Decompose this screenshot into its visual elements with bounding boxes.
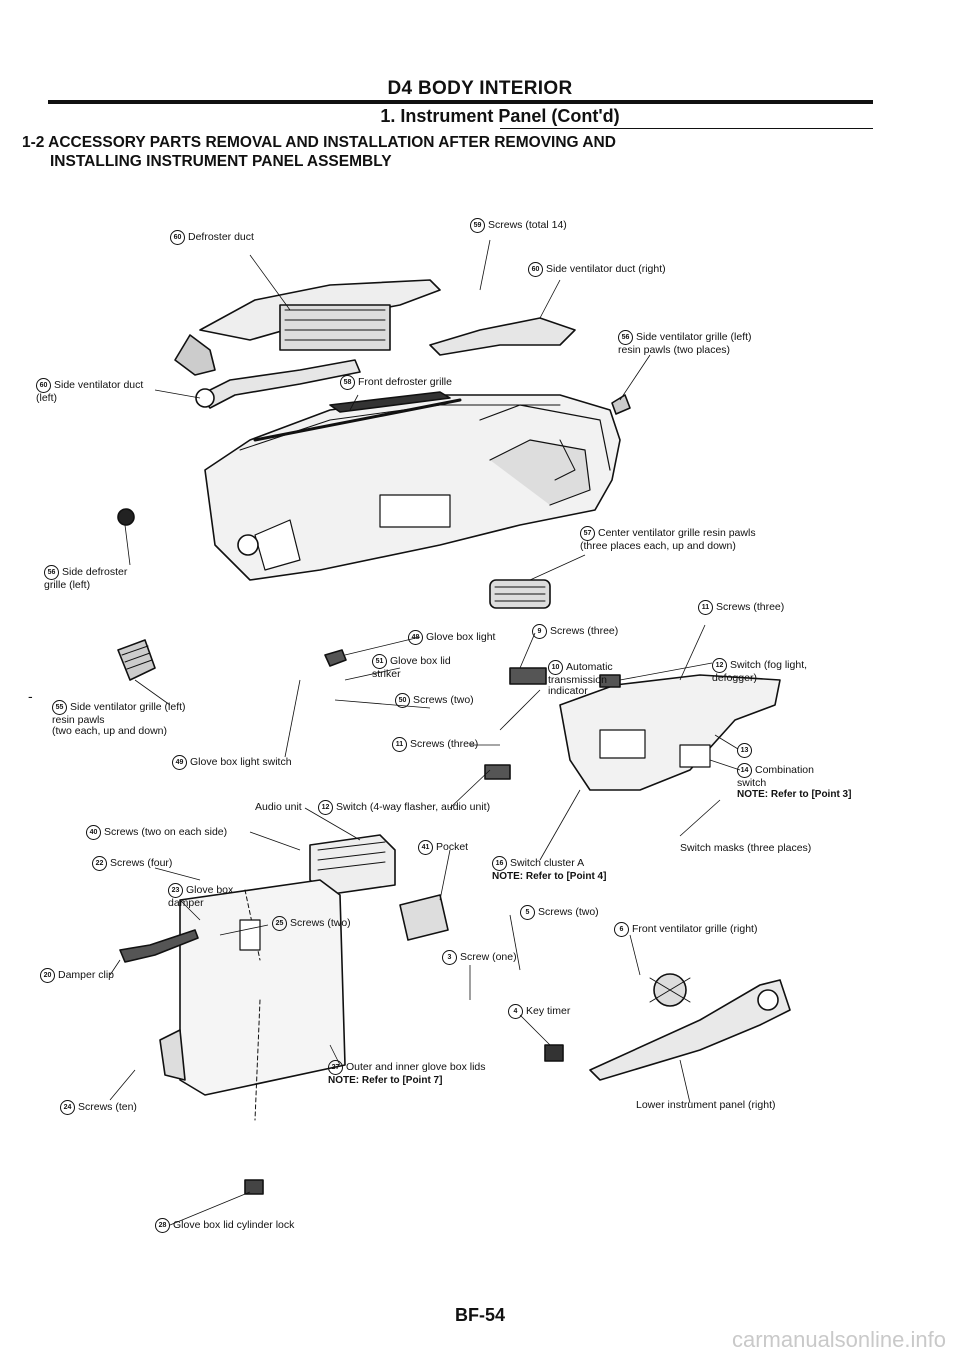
glove-box-lids-note: NOTE: Refer to [Point 7] xyxy=(328,1075,443,1086)
defroster-duct-drawing xyxy=(174,279,441,376)
key-timer-drawing xyxy=(544,1044,564,1062)
margin-mark: - xyxy=(28,688,33,704)
center-ventilator-grille-drawing xyxy=(489,579,551,609)
side-defroster-grille-drawing xyxy=(117,508,135,526)
side-ventilator-grille-left-drawing xyxy=(117,639,156,681)
cluster-lid-drawing xyxy=(559,674,781,791)
callout-13: 13 xyxy=(737,743,755,758)
subsection-title-line1: 1-2 ACCESSORY PARTS REMOVAL AND INSTALLA… xyxy=(22,134,616,151)
damper-clip-drawing xyxy=(119,929,199,963)
watermark: carmanualsonline.info xyxy=(731,1327,946,1352)
page-title: D4 BODY INTERIOR xyxy=(387,78,573,99)
page-number: BF-54 xyxy=(454,1305,505,1325)
cylinder-lock-drawing xyxy=(244,1179,264,1195)
instrument-panel-drawing xyxy=(204,394,621,581)
side-ventilator-duct-left-drawing xyxy=(199,359,361,409)
callout-lower-instrument-panel-right: Lower instrument panel (right) xyxy=(636,1099,776,1111)
title-rule-thick xyxy=(48,100,873,104)
lower-instrument-panel-right-drawing xyxy=(589,979,791,1081)
subsection-title: 1-2 ACCESSORY PARTS REMOVAL AND INSTALLA… xyxy=(22,133,902,171)
switch-cluster-note: NOTE: Refer to [Point 4] xyxy=(492,871,607,882)
front-ventilator-grille-right-drawing xyxy=(649,973,691,1007)
front-defroster-grille-drawing xyxy=(329,391,451,413)
callout-audio-unit: Audio unit xyxy=(255,801,302,813)
combination-switch-note: NOTE: Refer to [Point 3] xyxy=(737,789,852,801)
subsection-title-line2: INSTALLING INSTRUMENT PANEL ASSEMBLY xyxy=(50,153,392,170)
audio-unit-drawing xyxy=(309,834,396,896)
leader-lines xyxy=(109,239,741,1226)
glove-box-drawing xyxy=(159,879,346,1121)
side-ventilator-duct-right-drawing xyxy=(429,317,576,356)
section-title: 1. Instrument Panel (Cont'd) xyxy=(380,106,620,126)
title-rule-thin xyxy=(500,128,873,129)
pocket-drawing xyxy=(399,894,449,941)
callout-switch-masks: Switch masks (three places) xyxy=(680,842,812,854)
